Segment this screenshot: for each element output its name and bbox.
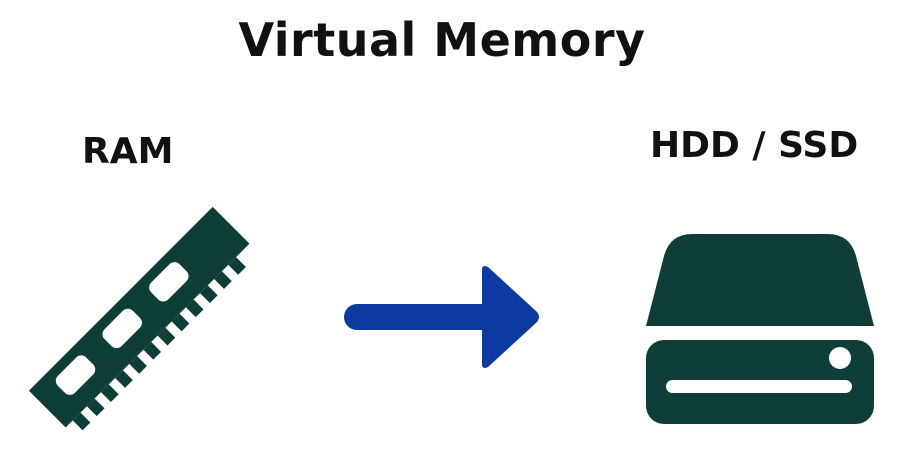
ram-label: RAM bbox=[82, 131, 174, 172]
hard-drive-icon bbox=[646, 234, 874, 424]
diagram-title: Virtual Memory bbox=[238, 13, 646, 67]
right-arrow-icon bbox=[344, 266, 539, 368]
storage-label: HDD / SSD bbox=[650, 125, 859, 166]
ram-module-icon bbox=[28, 206, 250, 431]
